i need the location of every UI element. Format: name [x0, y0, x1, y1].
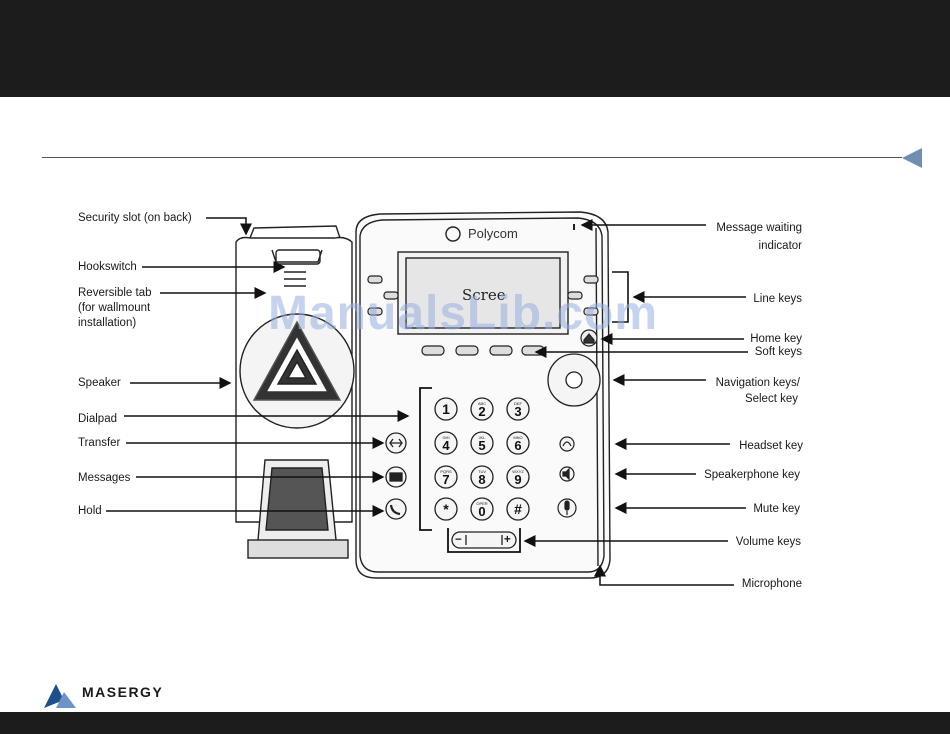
keypad-key-outline [434, 497, 458, 521]
keypad-key-digit: 8 [478, 472, 485, 487]
label-line-keys: Line keys [753, 293, 802, 305]
keypad-key-outline [470, 497, 494, 521]
label-microphone: Microphone [741, 578, 802, 590]
handset [235, 225, 355, 559]
callout-arrows-left [106, 217, 410, 517]
nav-back-arrow-icon[interactable] [902, 148, 922, 168]
keypad-key-letters: DEF [514, 401, 523, 406]
keypad-key-outline [506, 497, 530, 521]
label-reversible-tab: Reversible tab [78, 287, 152, 299]
label-message-waiting-line2: indicator [758, 240, 802, 252]
headset-icon[interactable] [559, 436, 575, 452]
label-soft-keys: Soft keys [754, 346, 802, 358]
polycom-brand: Polycom [468, 226, 518, 241]
keypad-key-digit: 9 [514, 472, 521, 487]
keypad-key-digit: 6 [514, 438, 521, 453]
envelope-icon[interactable] [385, 466, 407, 488]
divider-line [42, 157, 902, 158]
keypad-key-outline [434, 431, 458, 455]
volume-plus-label: + [504, 534, 511, 546]
keypad-key-outline [470, 465, 494, 489]
top-banner [0, 0, 950, 97]
keypad-key-letters: WXYZ [512, 469, 524, 474]
keypad-key-digit: 7 [442, 472, 449, 487]
hold-icon[interactable] [385, 498, 407, 520]
keypad-key-outline [434, 397, 458, 421]
label-transfer: Transfer [78, 437, 121, 449]
dialpad-bracket [419, 387, 432, 531]
microphone-mute-icon[interactable] [557, 498, 577, 518]
keypad-key-letters: MNO [513, 435, 522, 440]
masergy-logo: MASERGY [42, 680, 242, 710]
label-hookswitch: Hookswitch [78, 261, 137, 273]
label-dialpad: Dialpad [78, 413, 117, 425]
keypad-key-digit: 4 [442, 438, 450, 453]
label-select-key: Select key [744, 393, 798, 405]
keypad-key-letters: GHI [442, 435, 449, 440]
keypad-key-letters: JKL [479, 435, 487, 440]
label-headset-key: Headset key [739, 440, 803, 452]
keypad-key-letters: OPER [476, 501, 487, 506]
label-messages: Messages [78, 472, 131, 484]
screen-display: Scree [462, 286, 506, 304]
transfer-icon[interactable] [385, 432, 407, 454]
volume-bracket [447, 528, 521, 553]
keypad-key-outline [506, 465, 530, 489]
keypad-key-letters: PQRS [440, 469, 452, 474]
label-speaker: Speaker [78, 377, 121, 389]
keypad-key-digit: 1 [442, 401, 450, 417]
label-volume-keys: Volume keys [735, 536, 801, 548]
keypad-key-letters: ABC [478, 401, 486, 406]
keypad-key-outline [470, 397, 494, 421]
label-hold: Hold [78, 505, 102, 517]
navigation-cluster[interactable] [547, 353, 601, 407]
keypad-key-digit: * [443, 501, 449, 517]
label-message-waiting: Message waiting [716, 222, 802, 234]
bottom-banner [0, 712, 950, 734]
label-home-key: Home key [750, 333, 802, 345]
label-navigation-keys: Navigation keys/ [715, 377, 800, 389]
keypad-key[interactable]: # [506, 497, 530, 521]
volume-rocker[interactable] [451, 531, 517, 549]
line-keys-bracket [612, 271, 629, 323]
label-mute-key: Mute key [753, 503, 800, 515]
keypad-key-digit: 2 [478, 404, 485, 419]
keypad-key-digit: 0 [478, 504, 485, 519]
keypad-key-outline [506, 431, 530, 455]
masergy-mark-icon [44, 684, 76, 708]
home-icon[interactable] [580, 329, 598, 347]
keypad-key-digit: # [514, 501, 522, 517]
line-keys[interactable] [367, 275, 599, 316]
keypad-key-digit: 5 [478, 438, 485, 453]
keypad-key-letters: TUV [478, 469, 486, 474]
watermark: ManualsLib.com [268, 287, 659, 340]
label-reversible-tab-line3: installation) [78, 317, 137, 329]
volume-minus-label: − [455, 534, 462, 546]
label-security-slot: Security slot (on back) [78, 212, 192, 224]
keypad-key-outline [434, 465, 458, 489]
masergy-logo-text: MASERGY [82, 684, 164, 700]
keypad-key-outline [470, 431, 494, 455]
label-reversible-tab-line2: (for wallmount [78, 302, 151, 314]
keypad-key-outline [506, 397, 530, 421]
keypad-key[interactable]: 1 [434, 397, 458, 421]
keypad-key[interactable]: * [434, 497, 458, 521]
callout-arrows-right [523, 219, 748, 586]
keypad-key-digit: 3 [514, 404, 521, 419]
label-speakerphone-key: Speakerphone key [704, 469, 800, 481]
speaker-icon[interactable] [559, 466, 575, 482]
